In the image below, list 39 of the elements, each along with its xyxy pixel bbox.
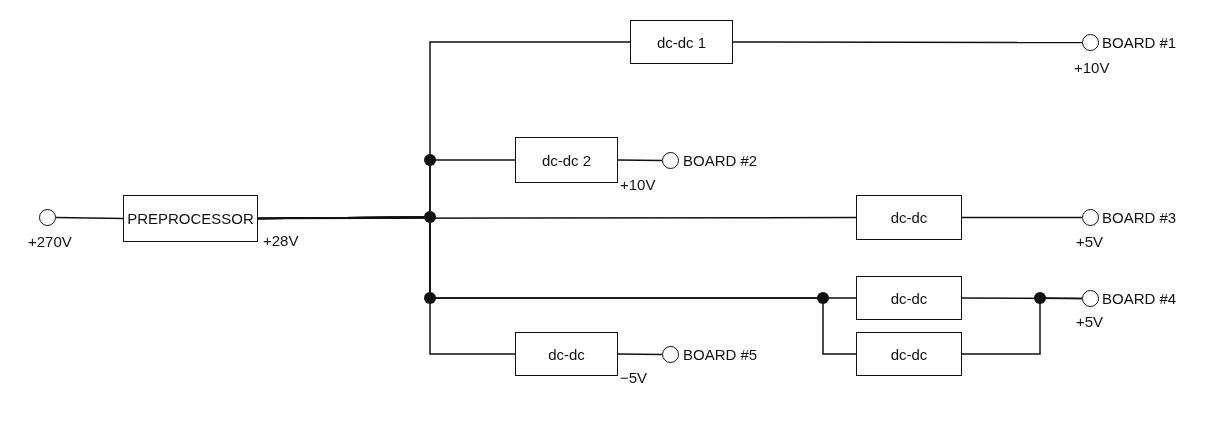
wire (257, 216, 516, 355)
box-label: dc-dc 1 (656, 33, 707, 51)
converter-box (856, 332, 962, 376)
voltage-label: +10V (620, 177, 656, 192)
converter-box (515, 332, 618, 376)
box-label: PREPROCESSOR (127, 210, 254, 227)
voltage-label: +5V (1076, 234, 1104, 249)
box-label: dc-dc (890, 345, 928, 363)
wire (961, 216, 1083, 219)
converter-box (630, 20, 733, 64)
converter-box (856, 276, 962, 320)
voltage-label: +10V (1074, 60, 1110, 75)
converter-box (515, 137, 618, 183)
output-label: BOARD #5 (683, 347, 758, 362)
box-label: dc-dc (890, 209, 928, 226)
output-label: BOARD #1 (1102, 35, 1177, 50)
voltage-label: +5V (1076, 314, 1104, 329)
wire (617, 159, 663, 162)
output-label: BOARD #3 (1102, 210, 1177, 225)
converter-box (856, 195, 962, 240)
wire (617, 353, 663, 356)
terminal-circle (662, 152, 679, 169)
output-label: BOARD #4 (1102, 291, 1177, 306)
terminal-circle (1082, 34, 1099, 51)
wire (55, 216, 124, 220)
box-label: dc-dc (890, 289, 928, 307)
preprocessor-box (123, 195, 258, 242)
terminal-circle (1082, 290, 1099, 307)
box-label: dc-dc (548, 345, 585, 363)
output-label: BOARD #2 (683, 153, 758, 168)
terminal-circle (39, 209, 56, 226)
terminal-circle (662, 346, 679, 363)
box-label: dc-dc 2 (541, 151, 592, 169)
voltage-label: +270V (28, 234, 72, 249)
wire (732, 41, 1083, 44)
wire (961, 297, 1083, 355)
terminal-circle (1082, 209, 1099, 226)
voltage-label: +28V (263, 233, 299, 248)
voltage-label: −5V (620, 370, 648, 385)
